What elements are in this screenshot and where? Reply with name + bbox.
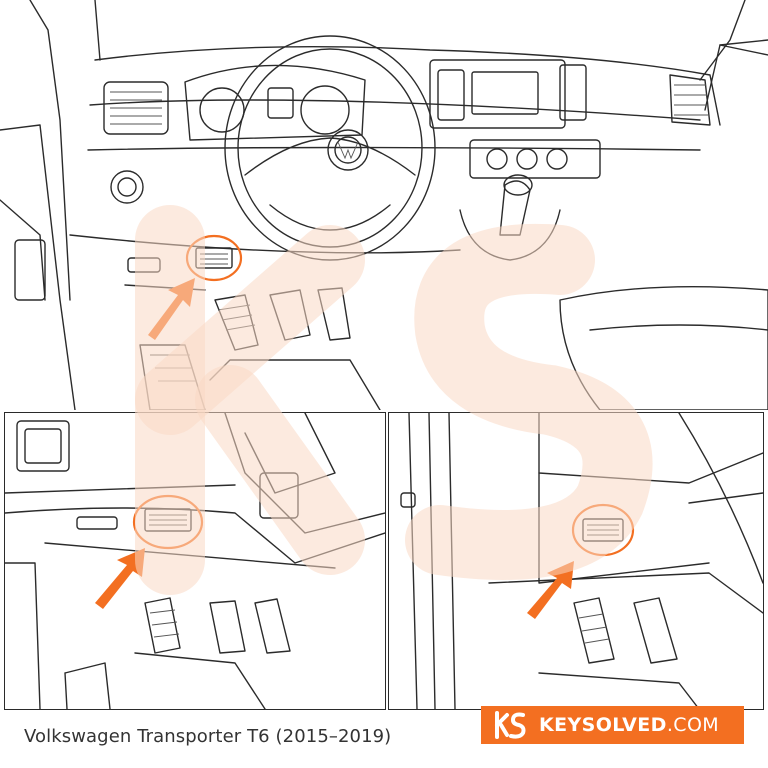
dashboard-overview-illustration (0, 0, 768, 410)
side-view-closeup-illustration (388, 412, 764, 710)
brand-name: KEYSOLVED.COM (539, 714, 720, 736)
brand-banner[interactable]: KEYSOLVED.COM (481, 706, 744, 744)
pointer-arrow-icon (95, 548, 145, 609)
pointer-arrow-icon (527, 561, 574, 619)
under-dash-closeup-illustration (4, 412, 386, 710)
ks-logo-icon (495, 711, 526, 739)
obd-port-highlight (132, 494, 204, 550)
vehicle-caption: Volkswagen Transporter T6 (2015–2019) (24, 726, 392, 747)
obd-port-highlight (185, 234, 243, 282)
brand-suffix: .COM (666, 714, 720, 736)
